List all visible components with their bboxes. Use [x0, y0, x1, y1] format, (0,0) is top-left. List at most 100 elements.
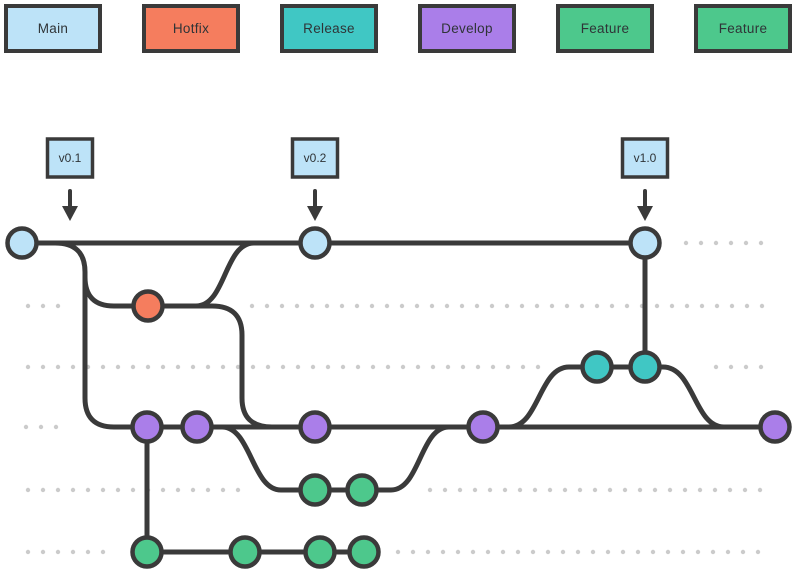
- timeline-dot: [53, 424, 59, 430]
- timeline-dot: [70, 487, 76, 493]
- timeline-dot: [175, 487, 181, 493]
- timeline-dot: [502, 487, 508, 493]
- timeline-dot: [25, 364, 31, 370]
- tag-arrow-head-icon: [62, 206, 78, 221]
- timeline-dot: [654, 303, 660, 309]
- timeline-dot: [742, 487, 748, 493]
- timeline-dot: [55, 487, 61, 493]
- tag-box-v0.2: [290, 137, 340, 179]
- commit-node-release: [628, 350, 662, 384]
- legend-label: Release: [303, 21, 355, 36]
- timeline-dot: [474, 303, 480, 309]
- commit-node-feature: [347, 535, 381, 569]
- commit-node-feature: [228, 535, 262, 569]
- timeline-dot: [534, 303, 540, 309]
- legend-box-feature-4: Feature: [556, 4, 654, 53]
- commit-node-develop: [130, 410, 164, 444]
- legend-box-hotfix-1: Hotfix: [142, 4, 240, 53]
- timeline-dot: [743, 240, 749, 246]
- timeline-dot: [549, 303, 555, 309]
- edge-release-branch: [506, 364, 727, 430]
- timeline-dot: [279, 303, 285, 309]
- timeline-dot: [592, 487, 598, 493]
- timeline-dot: [425, 549, 431, 555]
- timeline-dot: [55, 303, 61, 309]
- commit-node-develop: [180, 410, 214, 444]
- edge-feature1-branch: [219, 424, 452, 493]
- timeline-dot: [220, 487, 226, 493]
- timeline-dot: [100, 487, 106, 493]
- timeline-dot: [714, 303, 720, 309]
- timeline-dot: [85, 487, 91, 493]
- timeline-dot: [683, 240, 689, 246]
- timeline-dot: [532, 487, 538, 493]
- commit-node-main: [628, 226, 662, 260]
- timeline-dot: [384, 303, 390, 309]
- timeline-dot: [590, 549, 596, 555]
- timeline-dot: [25, 549, 31, 555]
- timeline-dot: [515, 549, 521, 555]
- commit-node-develop: [298, 410, 332, 444]
- timeline-dot: [743, 364, 749, 370]
- timeline-dot: [455, 549, 461, 555]
- timeline-dot: [369, 303, 375, 309]
- timeline-dot: [340, 364, 346, 370]
- timeline-dot: [265, 364, 271, 370]
- timeline-dot: [25, 303, 31, 309]
- legend-label: Develop: [441, 21, 493, 36]
- timeline-dot: [385, 364, 391, 370]
- timeline-dot: [727, 487, 733, 493]
- commit-node-main: [5, 226, 39, 260]
- timeline-dot: [575, 549, 581, 555]
- timeline-dot: [25, 487, 31, 493]
- commit-node-develop: [466, 410, 500, 444]
- timeline-dot: [309, 303, 315, 309]
- edge-main-to-develop-branch: [52, 240, 778, 430]
- tag-label: v0.2: [304, 151, 327, 165]
- timeline-dot: [339, 303, 345, 309]
- timeline-dot: [115, 487, 121, 493]
- timeline-dot: [650, 549, 656, 555]
- timeline-dot: [130, 487, 136, 493]
- timeline-dot: [579, 303, 585, 309]
- timeline-dot: [220, 364, 226, 370]
- timeline-dot: [100, 364, 106, 370]
- tag-label: v0.1: [59, 151, 82, 165]
- timeline-dot: [505, 364, 511, 370]
- commit-node-feature: [298, 473, 332, 507]
- timeline-dot: [235, 487, 241, 493]
- timeline-dot: [562, 487, 568, 493]
- timeline-dot: [758, 240, 764, 246]
- timeline-dot: [294, 303, 300, 309]
- timeline-dot: [564, 303, 570, 309]
- timeline-dot: [577, 487, 583, 493]
- timeline-dot: [560, 549, 566, 555]
- timeline-dot: [459, 303, 465, 309]
- timeline-dot: [475, 364, 481, 370]
- timeline-dot: [547, 487, 553, 493]
- tag-box-v1.0: [620, 137, 670, 179]
- commit-node-develop: [758, 410, 792, 444]
- timeline-dot: [713, 240, 719, 246]
- timeline-dot: [442, 487, 448, 493]
- timeline-dot: [40, 487, 46, 493]
- timeline-dot: [504, 303, 510, 309]
- timeline-dot: [594, 303, 600, 309]
- timeline-dot: [415, 364, 421, 370]
- timeline-dot: [620, 549, 626, 555]
- timeline-dot: [489, 303, 495, 309]
- timeline-dot: [535, 364, 541, 370]
- timeline-dot: [445, 364, 451, 370]
- timeline-dot: [667, 487, 673, 493]
- timeline-dot: [712, 487, 718, 493]
- timeline-dot: [85, 549, 91, 555]
- timeline-dot: [427, 487, 433, 493]
- legend-label: Hotfix: [172, 21, 210, 36]
- tag-label: v1.0: [634, 151, 657, 165]
- timeline-dot: [354, 303, 360, 309]
- timeline-dot: [520, 364, 526, 370]
- tag-arrow-head-icon: [637, 206, 653, 221]
- timeline-dot: [70, 549, 76, 555]
- timeline-dot: [500, 549, 506, 555]
